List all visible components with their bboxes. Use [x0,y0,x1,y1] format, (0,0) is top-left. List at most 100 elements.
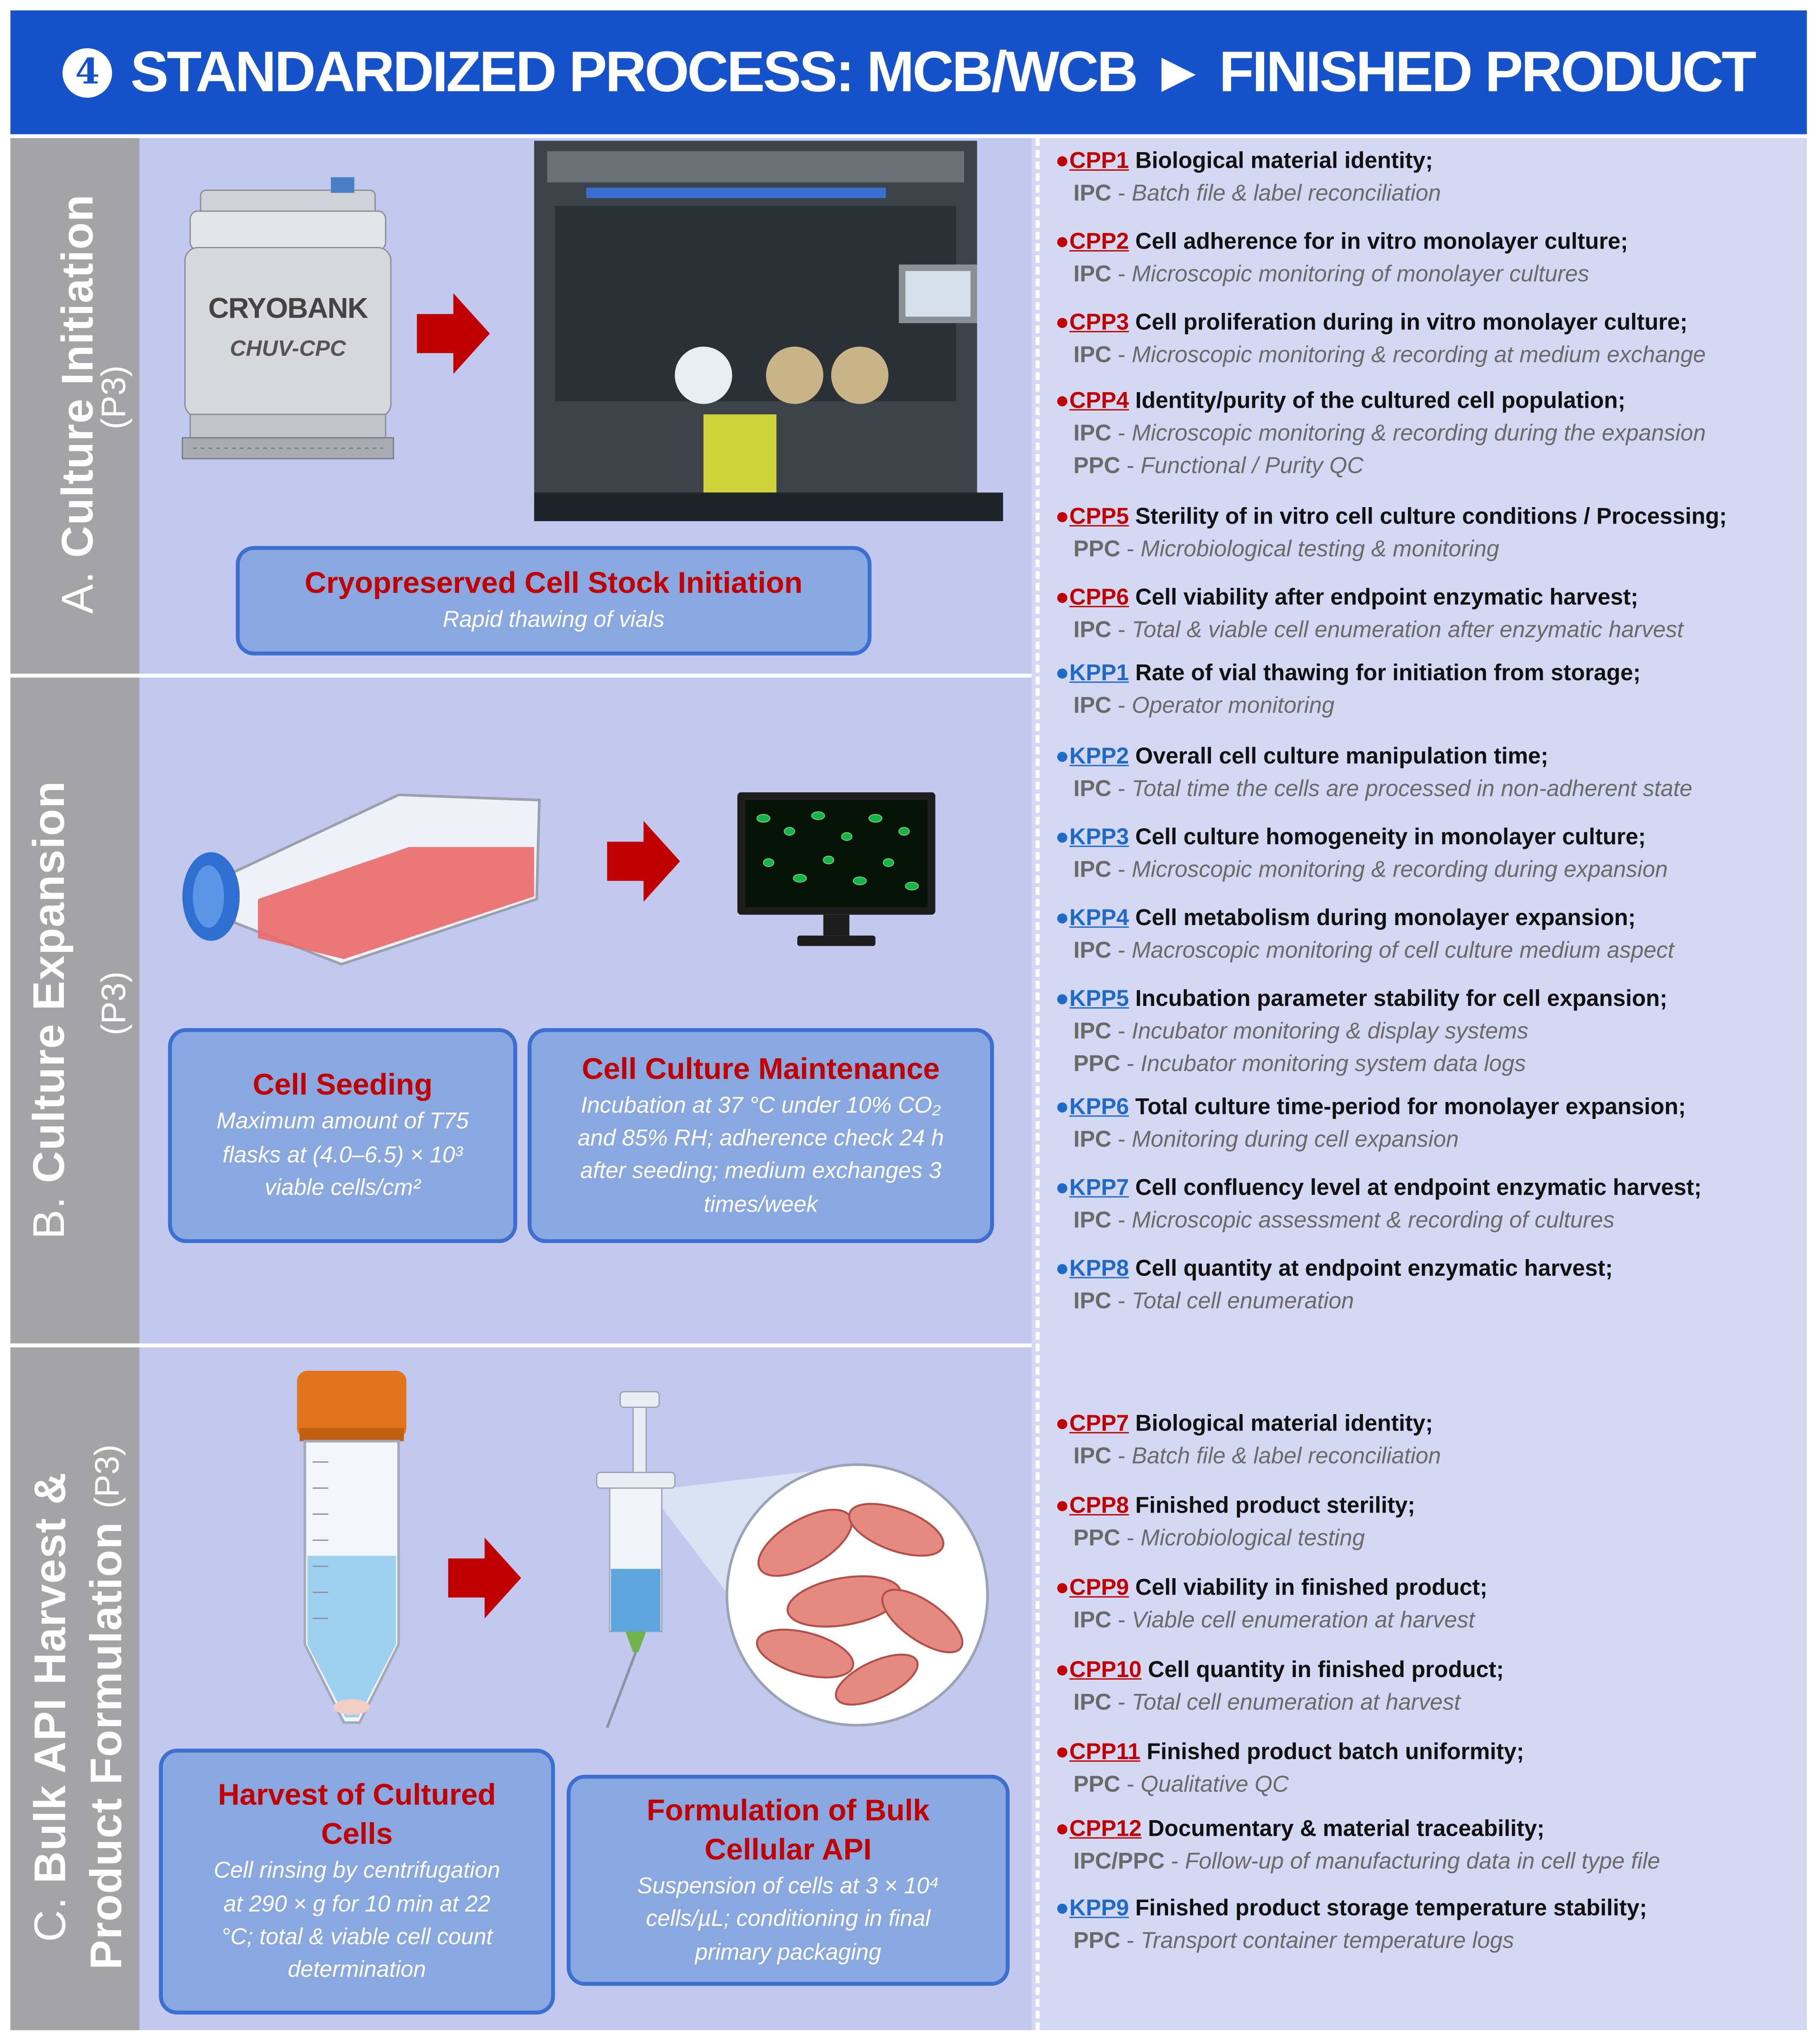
parameter-item: ●CPP4 Identity/purity of the cultured ce… [1055,384,1798,482]
parameter-heading: ●CPP2 Cell adherence for in vitro monola… [1055,226,1798,258]
header-banner: 4 STANDARDIZED PROCESS: MCB/WCB ► FINISH… [10,10,1807,134]
step-description-line: Suspension of cells at 3 × 10⁴ [637,1872,939,1898]
bullet-icon: ● [1055,1174,1070,1201]
parameter-heading: ●CPP6 Cell viability after endpoint enzy… [1055,581,1798,614]
control-line: PPC - Microbiological testing [1073,1525,1365,1551]
parameter-item: ●CPP7 Biological material identity;IPC -… [1055,1407,1798,1473]
arrow-right-icon [607,821,680,902]
bullet-icon: ● [1055,147,1070,174]
section-sub-a: (P3) [93,365,132,430]
parameter-heading: ●CPP5 Sterility of in vitro cell culture… [1055,500,1798,533]
control-type: IPC [1073,1206,1112,1233]
parameter-heading: ●KPP3 Cell culture homogeneity in monola… [1055,821,1798,853]
step-title: Cells [321,1816,393,1851]
control-type: IPC [1073,1442,1112,1469]
parameter-item: ●KPP2 Overall cell culture manipulation … [1055,740,1798,805]
parameter-code: CPP11 [1069,1738,1140,1764]
control-line: IPC - Microscopic monitoring of monolaye… [1073,261,1589,287]
panel-divider [1035,138,1040,2030]
step-description-line: flasks at (4.0–6.5) × 10³ [222,1141,463,1168]
control-type: IPC [1073,1017,1118,1044]
control-description: Total cell enumeration at harvest [1131,1689,1461,1715]
parameter-item: ●CPP3 Cell proliferation during in vitro… [1055,306,1798,371]
control-line: IPC - Batch file & label reconciliation [1073,1442,1441,1469]
control-description: Monitoring during cell expansion [1131,1125,1459,1152]
parameter-text: Cell quantity at endpoint enzymatic harv… [1129,1255,1613,1281]
bullet-icon: ● [1055,1255,1070,1281]
section-bar-c [10,1347,140,2030]
section-divider [10,1343,1032,1348]
bullet-icon: ● [1055,583,1070,610]
parameter-text: Cell confluency level at endpoint enzyma… [1129,1174,1702,1201]
parameter-heading: ●CPP9 Cell viability in finished product… [1055,1572,1798,1604]
parameter-item: ●CPP5 Sterility of in vitro cell culture… [1055,500,1798,566]
parameter-item: ●KPP3 Cell culture homogeneity in monola… [1055,821,1798,886]
control-type: IPC [1073,1125,1112,1152]
cryobank-sublabel: CHUV-CPC [230,336,346,361]
step-box-maintenance: Cell Culture Maintenance Incubation at 3… [528,1028,994,1243]
parameter-heading: ●KPP4 Cell metabolism during monolayer e… [1055,902,1798,934]
control-line: PPC - Incubator monitoring system data l… [1073,1050,1526,1076]
control-description: Follow-up of manufacturing data in cell … [1185,1847,1660,1874]
control-line: IPC - Microscopic monitoring & recording… [1073,341,1706,368]
parameter-heading: ●CPP11 Finished product batch uniformity… [1055,1736,1798,1768]
cryobank-label: CRYOBANK [208,291,368,325]
bullet-icon: ● [1055,985,1070,1011]
step-title: Formulation of Bulk [646,1793,930,1827]
culture-flask-illustration [182,793,541,966]
microscope-monitor-icon [737,792,936,946]
parameter-code: CPP6 [1069,583,1129,610]
control-type: IPC [1073,180,1112,206]
step-title: Cell Culture Maintenance [582,1051,940,1085]
parameter-item: ●KPP4 Cell metabolism during monolayer e… [1055,902,1798,967]
control-description: Incubator monitoring system data logs [1140,1050,1526,1076]
parameter-list-top: ●CPP1 Biological material identity; IPC -… [1055,145,1798,1333]
control-description: Microscopic monitoring & recording at me… [1131,341,1706,368]
parameter-heading: ●CPP1 Biological material identity; [1055,145,1798,177]
control-line: IPC - Microscopic monitoring & recording… [1073,856,1668,882]
control-description: Microscopic monitoring of monolayer cult… [1131,261,1589,287]
parameter-item: ●CPP11 Finished product batch uniformity… [1055,1736,1798,1801]
control-line: IPC - Monitoring during cell expansion [1073,1125,1459,1152]
parameter-text: Cell adherence for in vitro monolayer cu… [1129,228,1628,254]
control-description: Batch file & label reconciliation [1131,1442,1441,1469]
control-type: IPC [1073,937,1112,963]
section-label-c1: C. Bulk API Harvest & [25,1472,75,1942]
parameter-code: KPP8 [1069,1255,1129,1281]
parameter-text: Cell proliferation during in vitro monol… [1129,309,1688,335]
control-description: Microbiological testing [1140,1525,1365,1551]
parameter-code: CPP12 [1069,1815,1142,1842]
step-description-line: primary packaging [695,1938,882,1965]
control-description: Total & viable cell enumeration after en… [1131,616,1684,643]
control-type: PPC [1073,1525,1121,1551]
bullet-icon: ● [1055,1093,1070,1120]
step-box-initiation: Cryopreserved Cell Stock Initiation Rapi… [236,546,872,655]
parameter-code: KPP6 [1069,1093,1129,1120]
step-title: Harvest of Cultured [218,1778,496,1812]
control-line: IPC - Batch file & label reconciliation [1073,180,1441,206]
parameter-code: CPP4 [1069,387,1129,413]
parameter-heading: ●KPP5 Incubation parameter stability for… [1055,982,1798,1015]
control-type: PPC [1073,1927,1121,1953]
parameter-item: ●KPP5 Incubation parameter stability for… [1055,982,1798,1080]
control-type: IPC [1073,1607,1112,1633]
parameter-text: Finished product sterility; [1129,1492,1415,1518]
bullet-icon: ● [1055,1492,1070,1518]
control-description: Batch file & label reconciliation [1131,180,1441,206]
control-line: IPC - Operator monitoring [1073,692,1335,718]
arrow-right-icon [448,1537,521,1619]
bullet-icon: ● [1055,1574,1070,1600]
syringe-and-cells-illustration [596,1391,989,1728]
step-description-line: Incubation at 37 °C under 10% CO₂ [581,1091,941,1118]
parameter-item: ●KPP1 Rate of vial thawing for initiatio… [1055,657,1798,722]
step-description: Rapid thawing of vials [443,606,665,632]
parameter-heading: ●KPP2 Overall cell culture manipulation … [1055,740,1798,773]
parameter-heading: ●KPP8 Cell quantity at endpoint enzymati… [1055,1252,1798,1285]
parameter-heading: ●CPP7 Biological material identity; [1055,1407,1798,1440]
step-box-seeding: Cell Seeding Maximum amount of T75 flask… [168,1028,517,1243]
control-type: IPC [1073,341,1112,368]
bullet-icon: ● [1055,1815,1070,1842]
control-description: Qualitative QC [1140,1771,1289,1797]
section-bar-b [10,677,140,1344]
step-description-line: viable cells/cm² [265,1174,421,1201]
